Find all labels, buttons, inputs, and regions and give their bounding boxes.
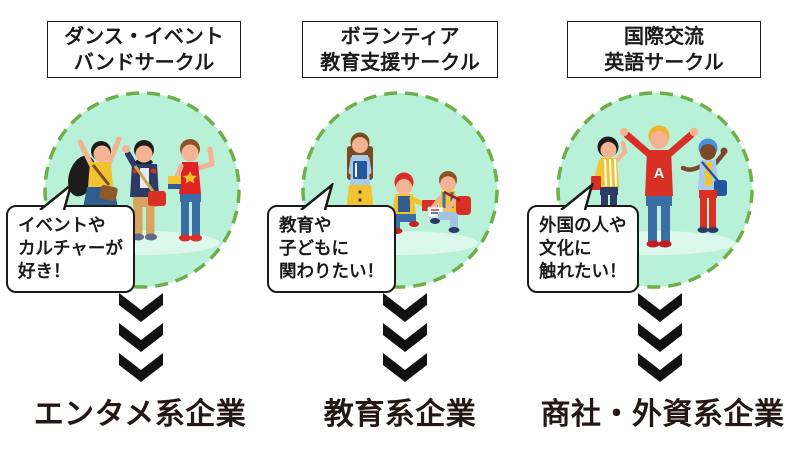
title-line: 教育支援サークル xyxy=(320,51,480,74)
bubble-tail xyxy=(300,183,334,210)
bubble-tail xyxy=(39,183,73,210)
down-chevron-arrow xyxy=(383,293,427,382)
bubble-line: 子どもに xyxy=(279,238,349,258)
title-line: 英語サークル xyxy=(604,51,724,74)
person-arms-spread-man: A xyxy=(619,125,699,248)
title-line: 国際交流 xyxy=(624,25,704,48)
person-headphones-man xyxy=(122,140,166,241)
bubble-tail xyxy=(560,183,594,210)
bubble-line: 教育や xyxy=(279,215,332,235)
bubble-line: 文化に xyxy=(539,238,592,258)
bubble-line: イベントや xyxy=(18,215,106,235)
company-label-trading-foreign: 商社・外資系企業 xyxy=(540,398,785,431)
title-line: ダンス・イベント xyxy=(64,25,224,48)
speech-bubble-international: 外国の人や 文化に 触れたい！ xyxy=(527,183,639,293)
person-flexing-man xyxy=(168,139,215,242)
bubble-line: 関わりたい！ xyxy=(279,261,384,281)
company-label-education: 教育系企業 xyxy=(323,398,477,431)
bubble-line: カルチャーが xyxy=(18,238,123,258)
circle-title-dance-band: ダンス・イベント バンドサークル xyxy=(47,21,241,78)
down-chevron-arrow xyxy=(119,293,163,382)
hoodie-letter: A xyxy=(654,165,665,182)
company-label-entertainment: エンタメ系企業 xyxy=(33,398,247,431)
title-line: バンドサークル xyxy=(73,51,215,74)
circle-title-international: 国際交流 英語サークル xyxy=(567,21,761,78)
person-kneeling-student xyxy=(427,171,471,233)
speech-bubble-volunteer: 教育や 子どもに 関わりたい！ xyxy=(267,183,396,293)
title-line: ボランティア xyxy=(340,25,460,48)
circle-title-volunteer: ボランティア 教育支援サークル xyxy=(302,21,498,78)
down-chevron-arrow xyxy=(638,293,682,382)
bubble-line: 好き！ xyxy=(18,261,71,281)
bubble-line: 外国の人や xyxy=(539,215,627,235)
bubble-line: 触れたい！ xyxy=(539,261,627,281)
person-cap-waving-man xyxy=(680,138,728,233)
speech-bubble-dance-band: イベントや カルチャーが 好き！ xyxy=(6,183,135,293)
